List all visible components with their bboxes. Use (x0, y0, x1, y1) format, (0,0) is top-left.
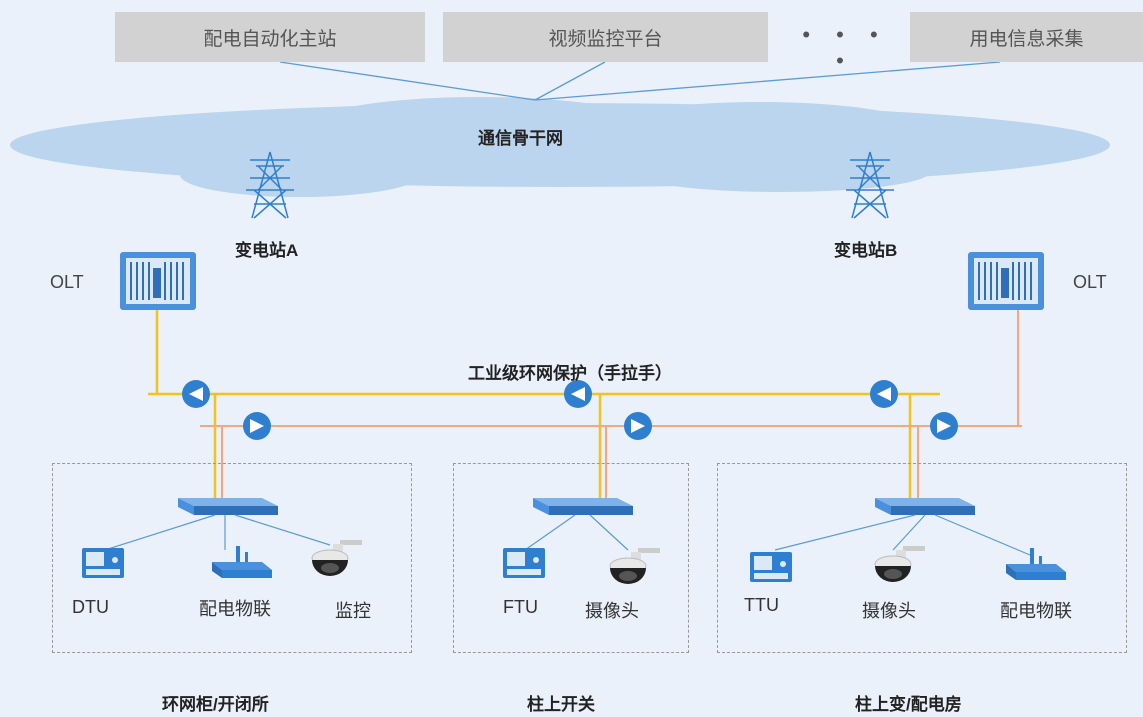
olt-chassis-icon (120, 252, 196, 310)
ellipsis: • • • • (802, 22, 888, 73)
device-links (104, 514, 1031, 556)
olt-left-label: OLT (50, 272, 84, 292)
splitter-icon (624, 412, 652, 440)
device-label: 配电物联 (1000, 601, 1072, 621)
device-label: FTU (503, 597, 538, 617)
router-icon (212, 546, 272, 578)
dome-camera-icon (311, 540, 362, 576)
zone-label-ring-cabinet: 环网柜/开闭所 (162, 695, 269, 714)
site-box-pole-transformer (717, 463, 1127, 653)
platform-links (279, 61, 1001, 101)
splitter-icon (243, 412, 271, 440)
platform-box-metering: 用电信息采集 (910, 12, 1143, 62)
device-label: 摄像头 (862, 601, 916, 621)
splitter-icon (564, 380, 592, 408)
router-icon (1006, 548, 1066, 580)
splitter-icon (182, 380, 210, 408)
zone-label-pole-transformer: 柱上变/配电房 (855, 695, 962, 714)
olt-chassis-icon (968, 252, 1044, 310)
substation-b-label: 变电站B (834, 241, 898, 260)
platform-box-dms: 配电自动化主站 (115, 12, 425, 62)
ring-protection-label: 工业级环网保护（手拉手） (468, 364, 672, 383)
device-label: DTU (72, 597, 109, 617)
switch-icon (875, 498, 975, 515)
device-label: 监控 (335, 601, 371, 621)
orange-ring-line (200, 310, 1022, 498)
site-box-ring-cabinet (52, 463, 412, 653)
backbone-label: 通信骨干网 (478, 129, 563, 148)
terminal-icon (82, 548, 124, 578)
dome-camera-icon (874, 546, 925, 582)
device-label: TTU (744, 595, 779, 615)
platform-box-video: 视频监控平台 (443, 12, 768, 62)
terminal-icon (750, 552, 792, 582)
splitter-icon (930, 412, 958, 440)
olt-right-label: OLT (1073, 272, 1107, 292)
splitter-icon (870, 380, 898, 408)
transmission-tower-icon (846, 151, 894, 219)
dome-camera-icon (609, 548, 660, 584)
switch-icon (533, 498, 633, 515)
terminal-icon (503, 548, 545, 578)
device-label: 配电物联 (199, 599, 271, 619)
device-label: 摄像头 (585, 601, 639, 621)
site-box-pole-switch (453, 463, 689, 653)
transmission-tower-icon (246, 151, 294, 219)
yellow-ring-line (148, 310, 940, 498)
backbone-cloud (10, 97, 1110, 197)
switch-icon (178, 498, 278, 515)
zone-label-pole-switch: 柱上开关 (527, 695, 595, 714)
substation-a-label: 变电站A (235, 241, 299, 260)
